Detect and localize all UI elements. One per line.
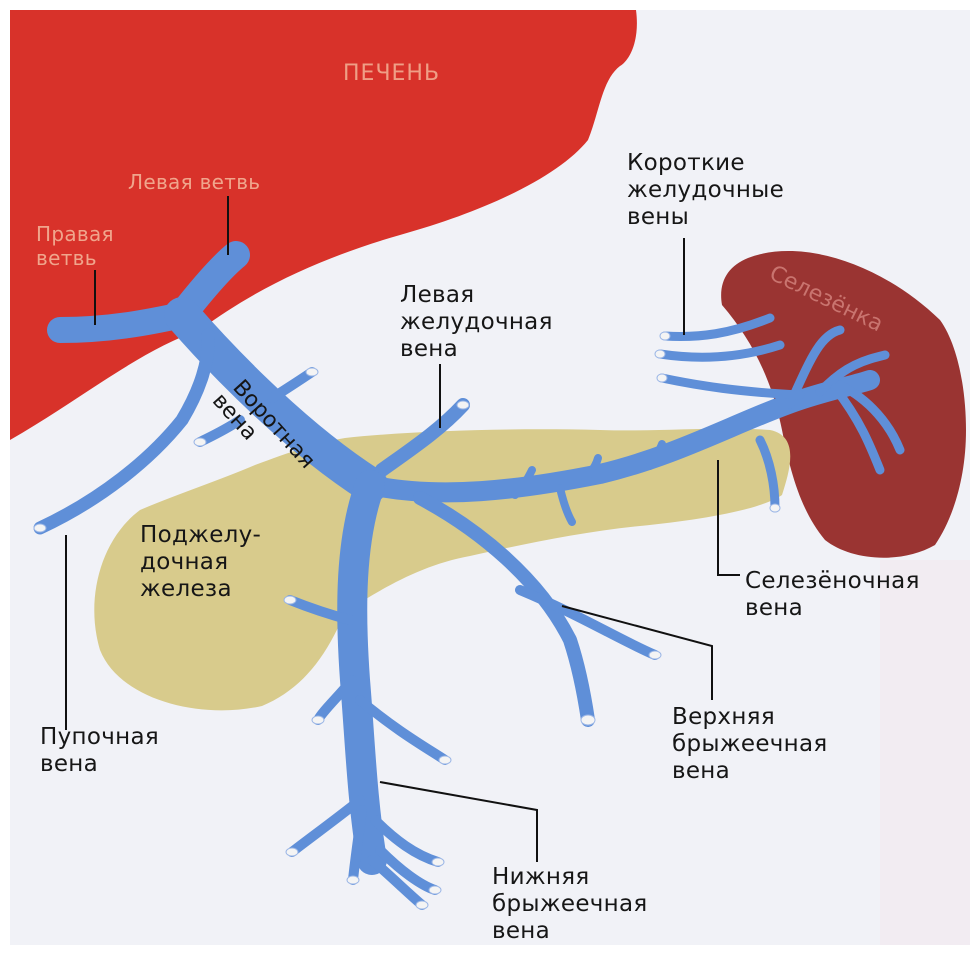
superior-mesenteric-vein-label: Верхняя брыжеечная вена: [672, 704, 828, 785]
left-gastric-vein-label: Левая желудочная вена: [400, 282, 553, 363]
right-branch-vein: [60, 315, 182, 330]
liver-label: ПЕЧЕНЬ: [343, 60, 440, 87]
short-gastric-veins-label: Короткие желудочные вены: [627, 150, 784, 231]
umbilical-vein-label: Пупочная вена: [40, 724, 159, 778]
splenic-vein-label: Селезёночная вена: [745, 568, 920, 622]
right-branch-label: Правая ветвь: [36, 222, 114, 270]
inferior-mesenteric-vein-label: Нижняя брыжеечная вена: [492, 864, 648, 945]
pancreas-label: Поджелу- дочная железа: [140, 522, 261, 603]
left-branch-label: Левая ветвь: [128, 170, 260, 194]
